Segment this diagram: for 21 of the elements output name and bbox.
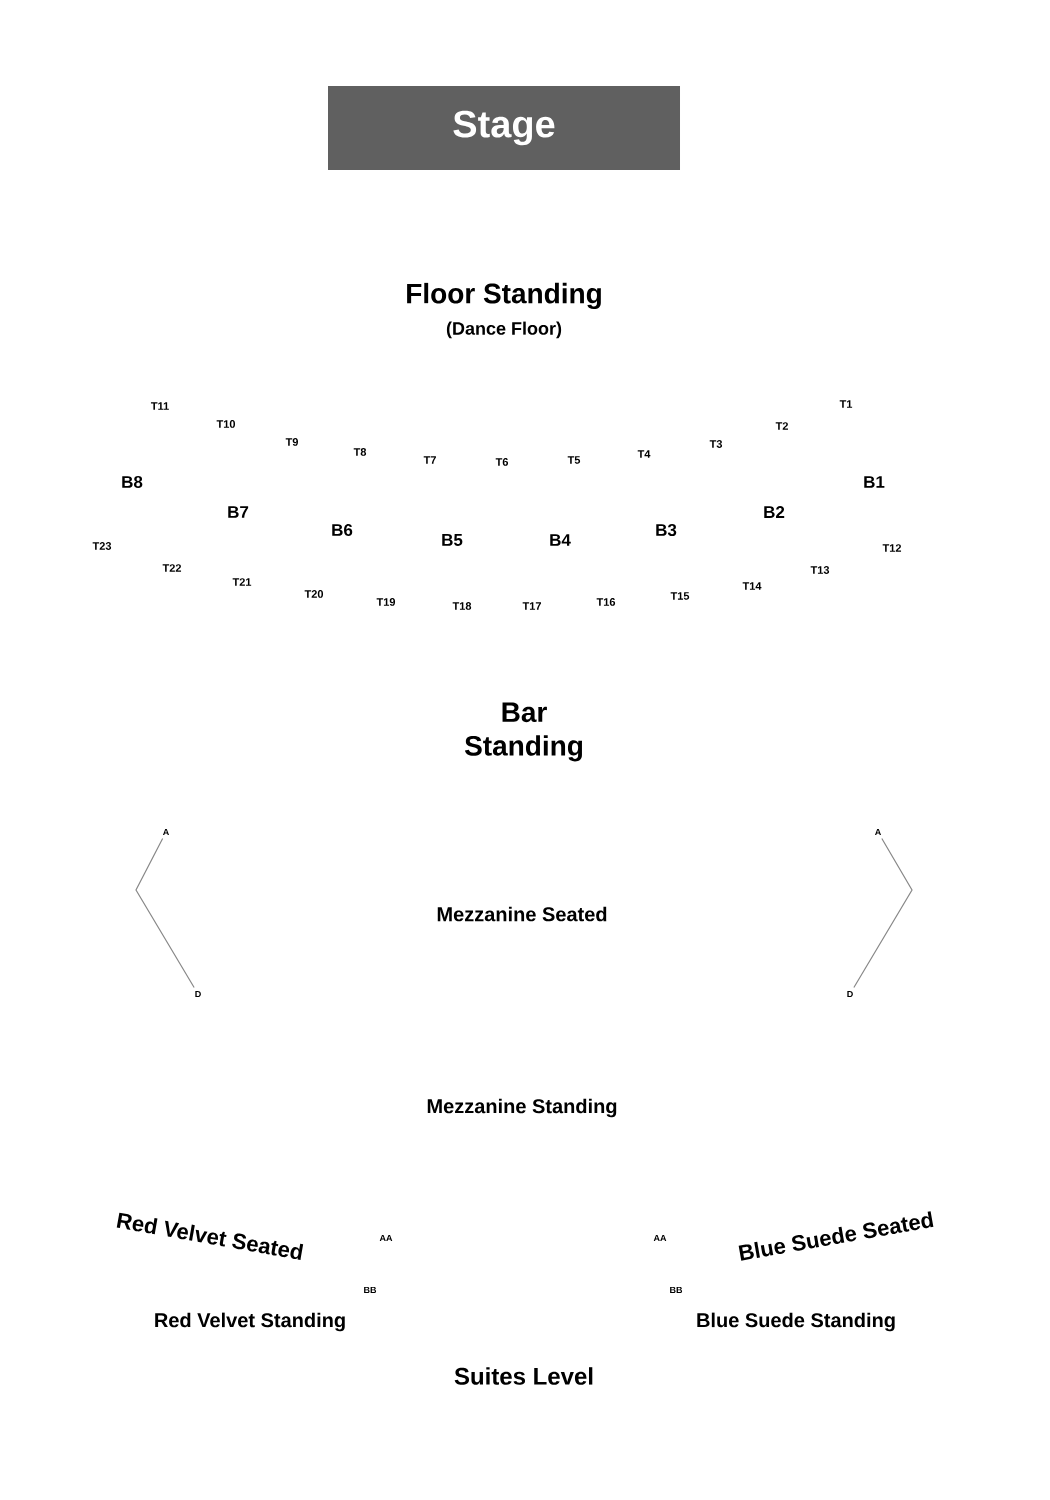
booth-label: B4 (550, 534, 571, 546)
booth-label: B1 (864, 476, 885, 488)
booth-label: B8 (122, 476, 143, 488)
area-sublabel: (Dance Floor) (446, 321, 562, 339)
area-label: Blue Suede Standing (697, 1312, 895, 1332)
row-line (135, 837, 195, 989)
area-label: Mezzanine Standing (427, 1098, 617, 1118)
booth-label: B3 (656, 523, 677, 536)
area-label: Suites Level (454, 1367, 593, 1385)
area-label: Red Velvet Seated (116, 1212, 304, 1260)
booth-label: B5 (442, 534, 463, 546)
area-label: Mezzanine Seated (437, 906, 607, 922)
booth-label: B7 (228, 506, 249, 518)
area-label: Bar Standing (464, 702, 583, 762)
booth-label: B2 (764, 506, 785, 518)
area-label: Floor Standing (407, 282, 601, 310)
area-label: Blue Suede Seated (738, 1211, 934, 1261)
row-line (853, 837, 913, 989)
stage-box: Stage (328, 86, 680, 170)
area-label: Red Velvet Standing (155, 1312, 345, 1332)
booth-label: B6 (332, 524, 353, 536)
